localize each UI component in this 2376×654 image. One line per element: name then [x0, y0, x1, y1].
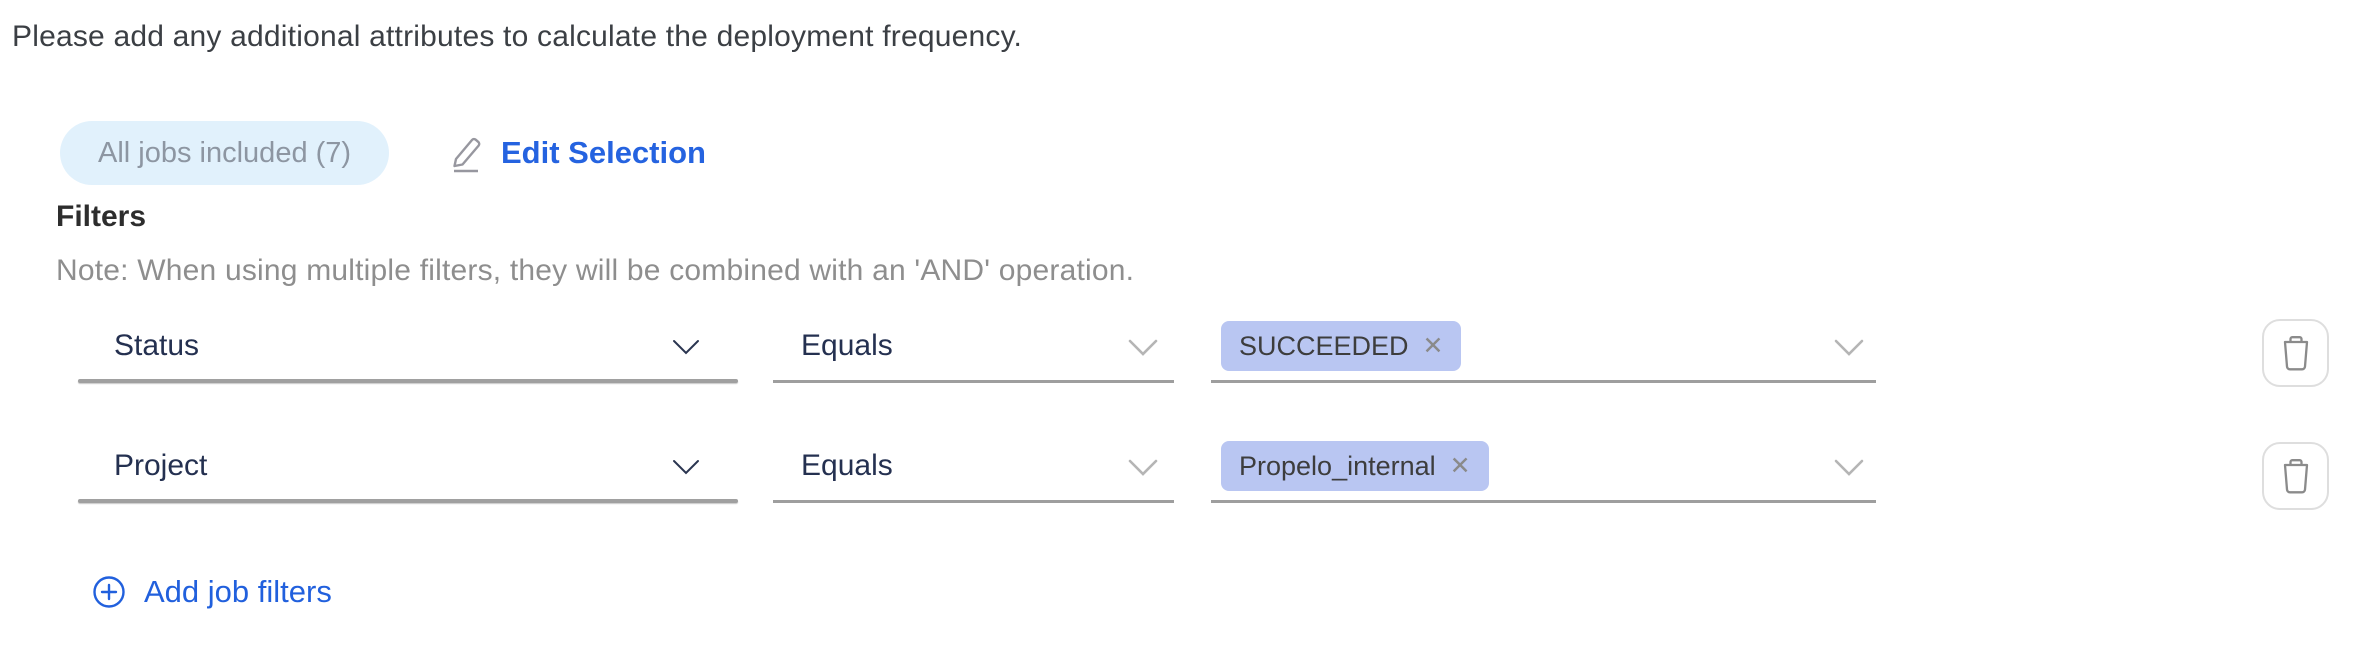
remove-value-icon[interactable]: ✕: [1449, 451, 1471, 480]
operator-select-value: Equals: [801, 449, 893, 482]
add-job-filters-link[interactable]: Add job filters: [92, 570, 332, 614]
plus-circle-icon: [92, 575, 126, 609]
chevron-down-icon: [1128, 339, 1158, 361]
chevron-down-icon: [1128, 459, 1158, 481]
jobs-included-badge: All jobs included (7): [60, 121, 390, 185]
trash-icon: [2281, 458, 2311, 495]
chevron-down-icon: [672, 339, 700, 360]
chevron-down-icon: [1834, 339, 1864, 361]
attribute-select-value: Project: [114, 449, 208, 482]
delete-filter-button[interactable]: [2262, 442, 2329, 510]
value-tag: Propelo_internal ✕: [1221, 441, 1489, 491]
value-tag-label: Propelo_internal: [1239, 450, 1436, 481]
intro-text: Please add any additional attributes to …: [12, 20, 1023, 53]
attribute-select-value: Status: [114, 329, 200, 362]
operator-select-value: Equals: [801, 329, 893, 362]
chevron-down-icon: [1834, 459, 1864, 481]
value-tag: SUCCEEDED ✕: [1221, 321, 1462, 371]
select-underline: [773, 500, 1174, 503]
add-job-filters-label: Add job filters: [144, 574, 332, 609]
value-multiselect[interactable]: SUCCEEDED ✕: [1211, 309, 1876, 383]
operator-select[interactable]: Equals: [773, 309, 1174, 383]
value-tag-label: SUCCEEDED: [1239, 330, 1409, 361]
filters-heading: Filters: [56, 200, 147, 233]
select-underline: [78, 499, 738, 503]
chevron-down-icon: [672, 459, 700, 480]
select-underline: [78, 379, 738, 383]
value-multiselect[interactable]: Propelo_internal ✕: [1211, 429, 1876, 503]
operator-select[interactable]: Equals: [773, 429, 1174, 503]
select-underline: [1211, 500, 1876, 503]
trash-icon: [2281, 335, 2311, 372]
edit-selection-link[interactable]: Edit Selection: [447, 131, 706, 175]
select-underline: [1211, 380, 1876, 383]
attribute-select[interactable]: Project: [78, 429, 738, 503]
attribute-select[interactable]: Status: [78, 309, 738, 383]
remove-value-icon[interactable]: ✕: [1422, 331, 1444, 360]
filters-note: Note: When using multiple filters, they …: [56, 254, 1135, 287]
delete-filter-button[interactable]: [2262, 319, 2329, 387]
edit-selection-label: Edit Selection: [501, 135, 706, 170]
select-underline: [773, 380, 1174, 383]
pencil-icon: [447, 133, 485, 173]
